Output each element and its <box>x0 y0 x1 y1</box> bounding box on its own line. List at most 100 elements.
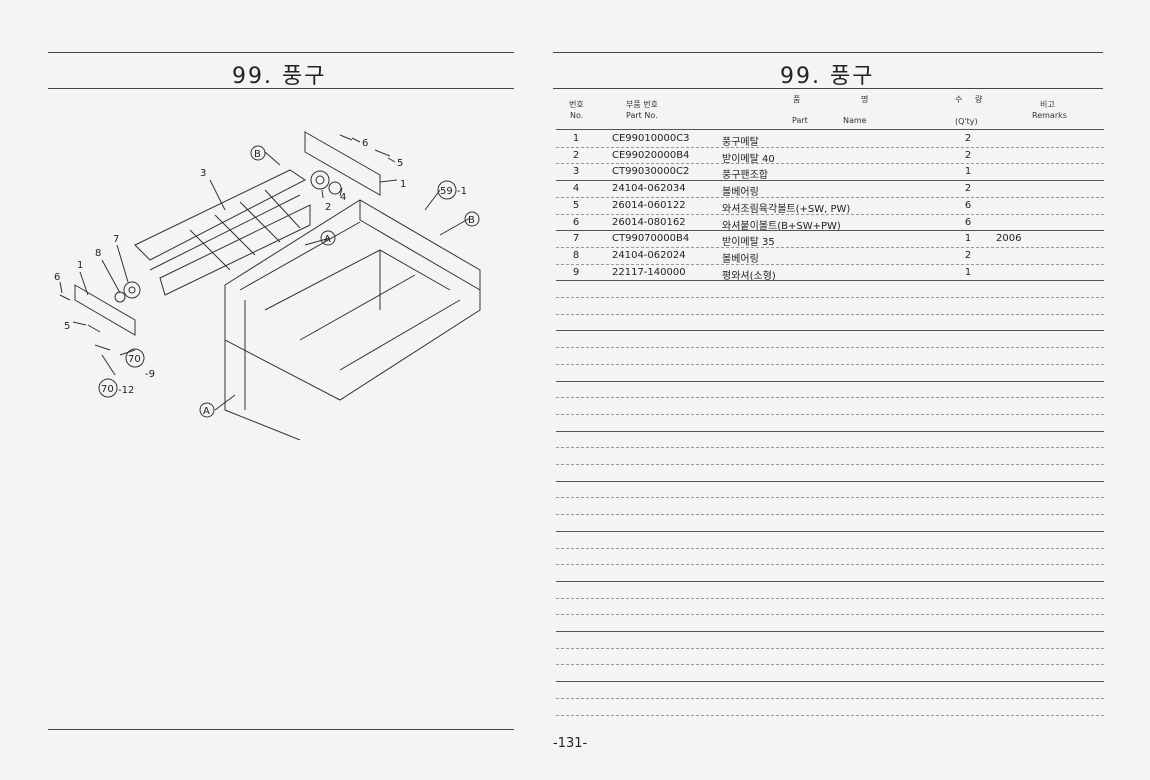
connector-b2: B <box>468 215 475 226</box>
ref-70-b: 70 <box>101 384 114 395</box>
table-rule-solid <box>556 280 1104 282</box>
header-no-ko: 번호 <box>569 100 584 109</box>
row-qty: 2 <box>964 133 972 144</box>
row-part-number: CE99020000B4 <box>612 149 690 161</box>
header-name-en-2: Name <box>843 116 867 125</box>
row-part-name: 풍구팬조합 <box>722 170 768 182</box>
row-qty: 1 <box>964 266 972 278</box>
row-part-number: 22117-140000 <box>612 266 686 278</box>
ref-70-b-sub: -12 <box>118 385 134 396</box>
table-rule-dashed <box>556 347 1104 349</box>
row-part-number: 26014-060122 <box>612 199 686 211</box>
table-row: 6 26014-080162 와셔붙이볼트(B+SW+PW) 6 <box>556 215 1104 232</box>
connector-b1: B <box>254 149 261 160</box>
right-top-rule <box>553 52 1103 53</box>
table-rule-dashed <box>556 146 1104 148</box>
row-part-name: 와셔조림육각볼트(+SW, PW) <box>722 203 851 215</box>
ref-59: 59 <box>440 186 453 197</box>
table-rule-solid <box>556 230 1104 232</box>
table-rule-dashed <box>556 464 1104 465</box>
right-page-title: 99. 풍구 <box>780 64 875 89</box>
table-rule-dashed <box>556 297 1104 298</box>
callout-1: 1 <box>400 179 406 190</box>
table-rule-dashed <box>556 313 1104 315</box>
row-no: 3 <box>572 166 580 178</box>
row-qty: 1 <box>964 233 972 245</box>
ref-70-a: 70 <box>128 354 141 365</box>
top-rule <box>48 52 514 53</box>
ref-70-a-sub: -9 <box>145 369 155 380</box>
title-underline <box>48 88 514 89</box>
header-no-en: No. <box>570 111 584 120</box>
row-part-number: CT99030000C2 <box>612 166 690 178</box>
row-qty: 2 <box>964 149 972 161</box>
table-row: 5 26014-060122 와셔조림육각볼트(+SW, PW) 6 <box>556 198 1104 215</box>
table-rule-dashed <box>556 547 1104 549</box>
table-row: 7 CT99070000B4 받이메탈 35 1 2006 <box>556 231 1104 248</box>
row-part-name: 받이메탈 35 <box>722 237 775 249</box>
row-no: 7 <box>572 233 580 245</box>
callout-6b: 6 <box>54 272 60 283</box>
table-rule-dashed <box>556 614 1104 616</box>
callout-5b: 5 <box>64 321 70 332</box>
table-rule-dashed <box>556 397 1104 399</box>
table-rule-dashed <box>556 514 1104 516</box>
row-qty: 2 <box>964 249 972 261</box>
callout-7: 7 <box>113 234 119 245</box>
row-part-number: CE99010000C3 <box>612 133 690 144</box>
callout-3: 3 <box>200 168 206 179</box>
row-part-name: 풍구메탈 <box>722 137 759 148</box>
page-number: -131- <box>553 736 588 751</box>
table-row: 8 24104-062024 볼베어링 2 <box>556 248 1104 265</box>
connector-a1: A <box>324 234 331 245</box>
row-remarks: 2006 <box>996 233 1022 245</box>
callout-2: 2 <box>325 202 331 213</box>
row-qty: 6 <box>964 199 972 211</box>
right-title-underline <box>553 88 1103 89</box>
callout-8: 8 <box>95 248 101 259</box>
row-part-name: 볼베어링 <box>722 253 759 265</box>
table-row: 2 CE99020000B4 받이메탈 40 2 <box>556 148 1104 165</box>
bottom-rule <box>48 729 514 730</box>
row-qty: 1 <box>964 166 972 178</box>
table-row: 1 CE99010000C3 풍구메탈 2 <box>556 131 1104 148</box>
header-remarks-ko: 비고 <box>1040 100 1055 109</box>
header-name-ko-1: 품 <box>793 95 801 104</box>
table-rule-dashed <box>556 363 1104 365</box>
callout-5: 5 <box>397 158 403 169</box>
header-remarks-en: Remarks <box>1032 111 1067 120</box>
table-rule-dashed <box>556 497 1104 499</box>
header-name-en-1: Part <box>792 116 808 125</box>
row-part-name: 와셔붙이볼트(B+SW+PW) <box>722 220 841 232</box>
table-rule-dashed <box>556 213 1104 215</box>
row-part-name: 볼베어링 <box>722 187 759 199</box>
callout-4: 4 <box>340 192 346 203</box>
header-name-ko-2: 명 <box>861 95 869 104</box>
table-rule-solid <box>556 681 1104 683</box>
row-no: 5 <box>572 199 580 211</box>
table-rule-solid <box>556 631 1104 632</box>
row-qty: 6 <box>964 216 972 228</box>
row-qty: 2 <box>964 183 972 195</box>
row-no: 2 <box>572 149 580 161</box>
table-rule-solid <box>556 180 1104 182</box>
header-part-ko: 부품 번호 <box>626 100 658 109</box>
table-rule-solid <box>556 480 1104 482</box>
row-no: 9 <box>572 266 580 278</box>
table-rule-dashed <box>556 597 1104 599</box>
table-rule-dashed <box>556 263 1104 265</box>
table-rule-solid <box>556 580 1104 582</box>
table-rule-solid <box>556 430 1104 432</box>
table-rule-solid <box>556 330 1104 332</box>
table-rule-dashed <box>556 714 1104 716</box>
header-qty-ko-2: 량 <box>975 95 983 104</box>
row-no: 4 <box>572 183 580 195</box>
row-part-number: 24104-062034 <box>612 183 686 195</box>
table-rule-dashed <box>556 447 1104 449</box>
header-qty-ko-1: 수 <box>955 95 963 104</box>
row-no: 6 <box>572 216 580 228</box>
table-rule-dashed <box>556 697 1104 699</box>
left-page: 99. 풍구 <box>0 0 565 780</box>
table-rule-solid <box>556 530 1104 532</box>
table-rule-dashed <box>556 413 1104 415</box>
